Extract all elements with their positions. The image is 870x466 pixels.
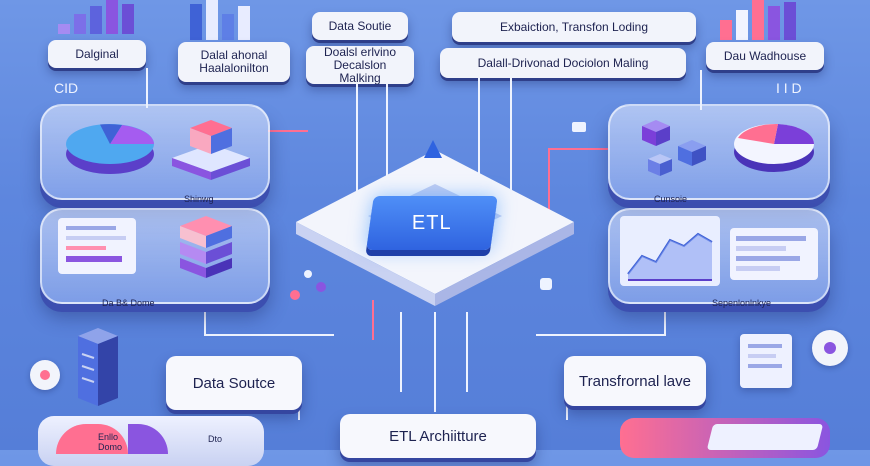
- bar-chart-top-right: [720, 0, 810, 40]
- label-extraction: Exbaiction, Transfon Loding: [452, 12, 696, 42]
- side-label-right: I I D: [776, 80, 802, 96]
- small-node-icon: [572, 122, 586, 132]
- connector: [466, 312, 468, 392]
- panel-data-store: Da B& Dome: [40, 208, 270, 308]
- document-card: [58, 218, 136, 274]
- label-data-warehouse-text: Dau Wadhouse: [723, 48, 807, 63]
- label-dual-channel: Dalal ahonal Haalalonilton: [178, 42, 290, 82]
- side-label-left: CID: [54, 80, 79, 96]
- connector: [664, 306, 666, 336]
- connector: [536, 334, 666, 336]
- label-data-source-top: Data Soutie: [312, 12, 408, 40]
- small-node-icon: [290, 290, 300, 300]
- small-node-icon: [304, 270, 312, 278]
- connector: [386, 84, 388, 184]
- user-avatar-icon: [812, 330, 848, 366]
- table-card: [730, 228, 818, 280]
- cubes-icon: [642, 120, 706, 176]
- caption-storage: Shinwg: [184, 194, 214, 204]
- etl-architecture-box-text: ETL Archiitture: [389, 427, 487, 445]
- caption-data-store: Da B& Dome: [102, 298, 155, 308]
- label-data-driven-small-text: Doalsl erlvino Decalslon Malking: [323, 44, 397, 85]
- connector: [356, 84, 358, 204]
- label-original-text: Dalginal: [75, 46, 119, 61]
- server-stack-icon: [180, 216, 232, 278]
- connector: [204, 334, 334, 336]
- transformation-box: Transfrornal lave: [564, 356, 706, 406]
- small-node-icon: [316, 282, 326, 292]
- panel-storage: Shinwg: [40, 104, 270, 204]
- panel-transformation: Sepenlonlnkye: [608, 208, 830, 308]
- bar-chart-top-center: [190, 0, 254, 40]
- stack-cube-icon: [172, 120, 250, 180]
- user-avatar-icon: [30, 360, 60, 390]
- transformation-box-text: Transfrornal lave: [579, 372, 691, 390]
- line-chart-icon: [620, 216, 720, 286]
- etl-architecture-box: ETL Archiitture: [340, 414, 536, 458]
- connector: [400, 312, 402, 392]
- triangle-icon: [424, 140, 442, 158]
- label-extraction-text: Exbaiction, Transfon Loding: [499, 19, 649, 34]
- connector: [146, 68, 148, 108]
- etl-chip: ETL: [366, 196, 498, 250]
- bottom-right-card: [620, 418, 830, 458]
- connector: [700, 70, 702, 110]
- connector-pink: [372, 300, 374, 340]
- connector: [204, 306, 206, 336]
- pie-chart-icon: [734, 123, 815, 172]
- label-data-driven-wide: Dalall-Drivonad Dociolon Maling: [440, 48, 686, 78]
- server-tower-icon: [78, 328, 118, 406]
- connector: [478, 78, 480, 188]
- label-data-driven-wide-text: Dalall-Drivonad Dociolon Maling: [477, 55, 649, 70]
- connector: [434, 312, 436, 412]
- panel-cloud-store: Cunsoie: [608, 104, 830, 204]
- connector: [510, 78, 512, 198]
- connector-pink: [548, 148, 608, 150]
- label-data-driven-small: Doalsl erlvino Decalslon Malking: [306, 44, 414, 85]
- label-original: Dalginal: [48, 40, 146, 68]
- connector-pink: [548, 148, 550, 228]
- caption-bottom-left-1: Enllo Domo: [98, 432, 123, 452]
- bar-chart-top-left: [58, 0, 154, 34]
- connector-pink: [268, 130, 308, 132]
- bottom-left-card: Enllo Domo Dto: [38, 416, 264, 466]
- caption-transformation: Sepenlonlnkye: [712, 298, 772, 308]
- small-node-icon: [540, 278, 552, 290]
- data-source-box: Data Soutce: [166, 356, 302, 410]
- document-card-right: [740, 334, 792, 388]
- label-dual-channel-text: Dalal ahonal Haalalonilton: [199, 48, 269, 75]
- etl-chip-label: ETL: [412, 211, 452, 234]
- caption-cloud-store: Cunsoie: [654, 194, 688, 204]
- caption-bottom-left-2: Dto: [208, 434, 223, 444]
- label-data-warehouse: Dau Wadhouse: [706, 42, 824, 70]
- label-data-source-top-text: Data Soutie: [328, 18, 392, 33]
- data-source-box-text: Data Soutce: [192, 374, 276, 392]
- pie-chart-icon: [66, 124, 154, 174]
